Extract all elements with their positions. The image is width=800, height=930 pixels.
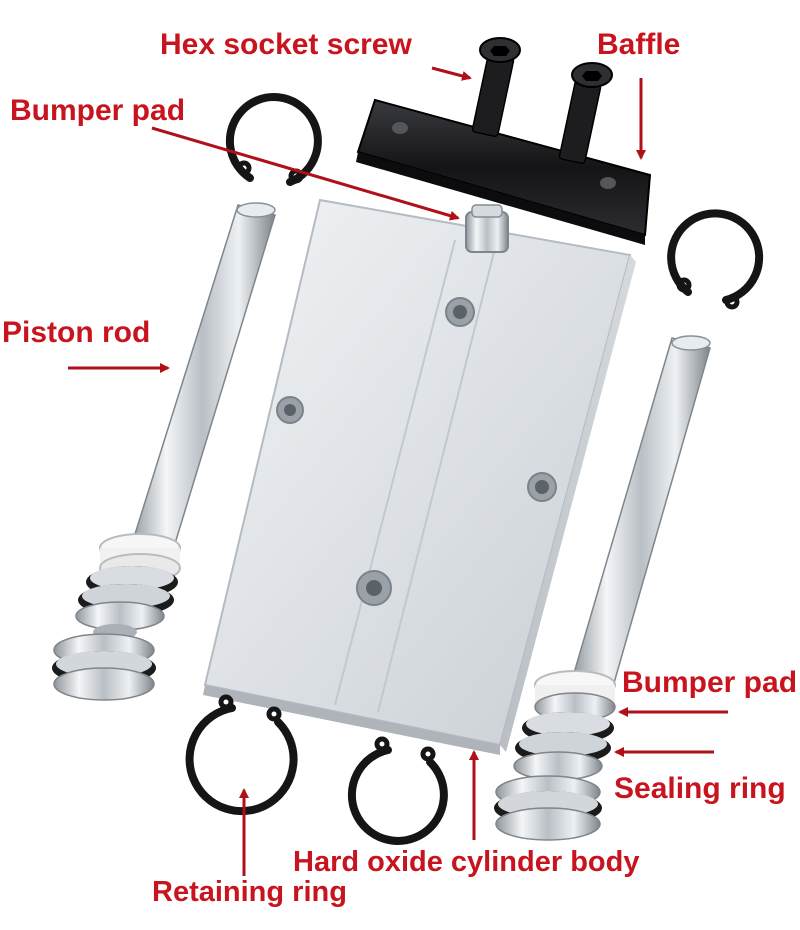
retaining-ring-top-left (225, 93, 322, 186)
hex-socket-screw-right (558, 62, 613, 165)
retaining-ring-bottom-center (347, 736, 448, 845)
label-bumper-pad-right: Bumper pad (622, 666, 798, 699)
piston-rod-right (513, 335, 711, 781)
retaining-ring-top-right (667, 209, 764, 310)
retaining-ring-bottom-left (185, 694, 298, 816)
label-hard-oxide-cylinder-body: Hard oxide cylinder body (293, 846, 640, 878)
label-retaining-ring: Retaining ring (152, 876, 347, 908)
callout-arrows (68, 66, 728, 876)
hex-socket-screw-left (471, 37, 521, 138)
label-sealing-ring: Sealing ring (614, 772, 786, 805)
arrow-bumper-top (151, 126, 460, 221)
label-bumper-pad-top: Bumper pad (10, 94, 186, 127)
cylinder-body (203, 198, 636, 755)
label-hex-socket-screw: Hex socket screw (160, 28, 412, 61)
baffle-plate (356, 98, 652, 245)
label-baffle: Baffle (597, 28, 681, 61)
piston-left-lower (52, 633, 156, 701)
bumper-pad-nut (465, 204, 509, 253)
piston-rod-left (75, 202, 276, 640)
label-piston-rod: Piston rod (2, 316, 151, 349)
piston-right-lower (494, 775, 602, 841)
arrow-hex-screw (431, 66, 472, 81)
